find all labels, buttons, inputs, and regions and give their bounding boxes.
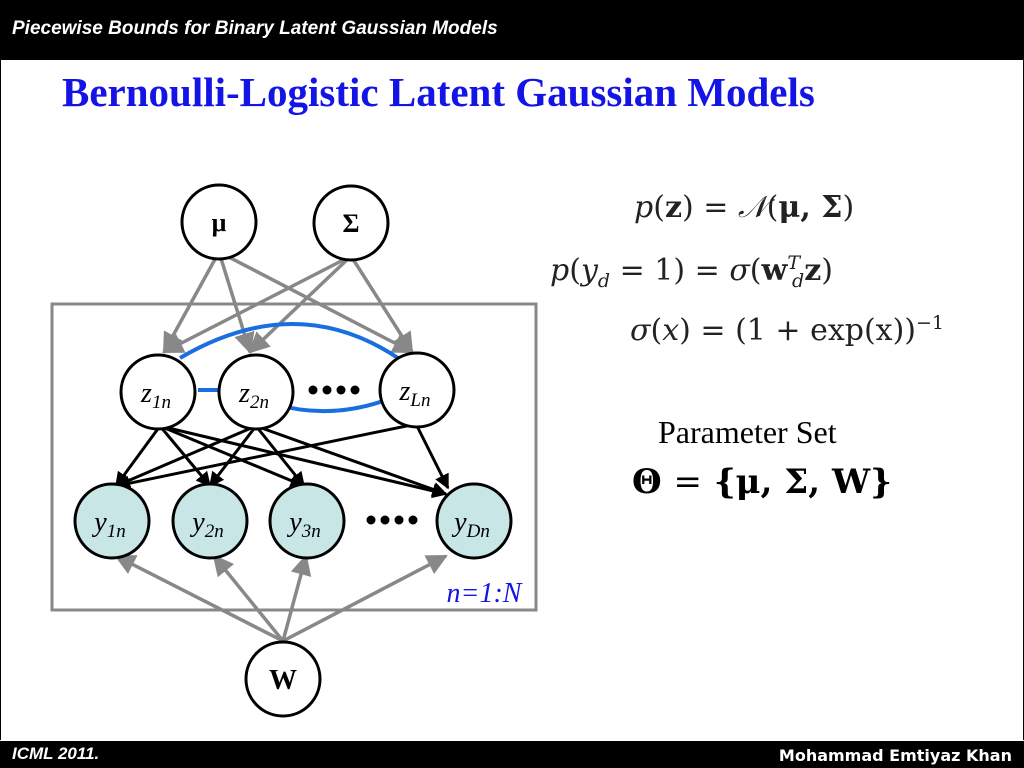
svg-text:y1n: y1n: [91, 507, 125, 542]
node-w-label: W: [269, 665, 297, 696]
node-z1: z1n: [119, 353, 197, 431]
eq-sig-fn: σ: [630, 313, 651, 348]
emission-edges: [114, 422, 450, 499]
eq-py-equals: =: [694, 253, 720, 288]
eq-py-w-sup: T: [787, 252, 801, 274]
node-sigma: Σ: [312, 184, 390, 262]
node-y2: y2n: [171, 482, 249, 560]
node-w: W: [244, 640, 322, 718]
node-y2-sub: 2n: [205, 521, 224, 542]
node-zL: zLn: [378, 351, 456, 429]
edge-z1-yD: [159, 424, 448, 499]
eq-py-w-sub: d: [792, 270, 805, 292]
edge-mu-z2: [217, 251, 255, 355]
node-y2-base: y: [189, 507, 205, 538]
footer-author: Mohammad Emtiyaz Khan: [778, 746, 1012, 765]
equation-likelihood: p(yd = 1) = σ(wTdz): [550, 252, 833, 292]
node-yD-base: y: [451, 507, 467, 538]
y-ellipsis: [366, 515, 418, 525]
header-title: Piecewise Bounds for Binary Latent Gauss…: [12, 18, 498, 39]
param-theta: Θ: [632, 462, 662, 502]
eq-py-sigmoid: σ: [729, 253, 750, 288]
edge-z2-y2: [208, 425, 258, 488]
equation-prior: p(z) = 𝒩(μ, Σ): [634, 190, 855, 225]
node-z1-base: z: [140, 378, 152, 409]
eq-py-sub: d: [597, 270, 611, 292]
node-y3: y3n: [268, 482, 346, 560]
weight-edges: [114, 553, 448, 643]
svg-text:z2n: z2n: [238, 378, 269, 413]
edge-mu-zL: [218, 250, 414, 354]
node-yD: yDn: [435, 482, 513, 560]
edge-w-y3: [281, 553, 312, 642]
node-y1-sub: 1n: [107, 521, 126, 542]
node-z2-sub: 2n: [250, 392, 269, 413]
node-yD-sub: Dn: [466, 521, 490, 542]
eq-sig-arg: x: [662, 313, 680, 348]
edge-z2-y1: [114, 424, 257, 488]
node-zL-base: z: [399, 376, 411, 407]
footer-conference: ICML 2011.: [12, 744, 100, 763]
parameter-set-label: Parameter Set: [658, 414, 837, 450]
node-y1: y1n: [73, 482, 151, 560]
edge-sigma-z1: [162, 254, 352, 354]
parameter-set-equation: Θ = {μ, Σ, W}: [632, 462, 892, 502]
svg-text:y3n: y3n: [286, 507, 320, 542]
node-mu-label: μ: [212, 208, 227, 237]
eq-py-val: = 1: [619, 253, 674, 288]
eq-sig-rhs: (1 + exp(x)): [735, 313, 916, 348]
edge-z2-y3: [254, 425, 306, 488]
node-sigma-label: Σ: [343, 209, 360, 238]
edge-zL-y1: [114, 422, 417, 491]
eq-py-w: w: [761, 253, 788, 288]
slide-title: Bernoulli-Logistic Latent Gaussian Model…: [62, 69, 815, 115]
node-z2: z2n: [217, 353, 295, 431]
node-z2-base: z: [238, 378, 250, 409]
eq-pz-var: z: [664, 190, 682, 225]
edge-sigma-z2: [248, 254, 353, 354]
equation-sigmoid: σ(x) = (1 + exp(x))−1: [630, 312, 944, 348]
eq-sig-equals: =: [700, 313, 726, 348]
edge-z1-zL: [178, 322, 400, 360]
eq-py-p: p: [550, 253, 570, 288]
node-z1-sub: 1n: [152, 392, 171, 413]
footer-bar: ICML 2011. Mohammad Emtiyaz Khan: [0, 741, 1024, 768]
edge-sigma-zL: [349, 255, 414, 354]
svg-text:yDn: yDn: [451, 507, 490, 542]
plate-box: [50, 302, 538, 612]
svg-text:z1n: z1n: [140, 378, 171, 413]
node-y3-sub: 3n: [301, 521, 321, 542]
node-zL-sub: Ln: [409, 390, 430, 411]
edge-w-y2: [212, 554, 285, 643]
svg-text:zLn: zLn: [399, 376, 431, 411]
param-equals: =: [673, 462, 702, 502]
eq-pz-normal: 𝒩: [737, 190, 767, 225]
svg-text:y2n: y2n: [189, 507, 223, 542]
edge-zL-yD: [414, 423, 450, 490]
z-ellipsis: [308, 385, 360, 395]
eq-py-var: y: [580, 253, 598, 288]
eq-pz-args: μ, Σ: [778, 190, 843, 225]
node-y1-base: y: [91, 507, 107, 538]
edge-w-yD: [282, 554, 448, 643]
node-mu: μ: [180, 183, 258, 261]
header-bar: Piecewise Bounds for Binary Latent Gauss…: [0, 0, 1024, 60]
node-y3-base: y: [286, 507, 302, 538]
param-members: {μ, Σ, W}: [713, 462, 892, 502]
eq-pz-equals: =: [703, 190, 729, 225]
prior-edges: [162, 250, 414, 355]
plate-label: n=1:N: [447, 578, 523, 609]
eq-pz-p: p: [634, 190, 654, 225]
eq-sig-sup: −1: [915, 312, 944, 334]
eq-py-z: z: [804, 253, 822, 288]
edge-z2-yD: [255, 424, 448, 497]
edge-w-y1: [114, 554, 284, 643]
